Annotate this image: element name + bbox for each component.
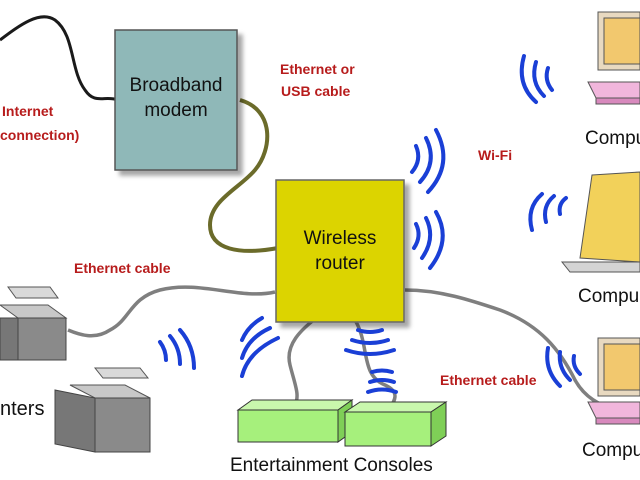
computer-label-bottom: Compu	[582, 440, 640, 461]
wifi-waves-icon	[240, 316, 280, 378]
ethernet-cable-label-right: Ethernet cable	[440, 372, 537, 388]
desktop-computer-icon	[587, 11, 640, 105]
ethernet-or-usb-label-line2: USB cable	[281, 83, 351, 99]
printer-icon	[54, 367, 151, 453]
modem-router-cable	[207, 98, 279, 253]
router-icon	[275, 179, 405, 323]
laptop-icon	[560, 171, 640, 273]
wifi-waves-icon	[528, 192, 568, 232]
wifi-label: Wi-Fi	[478, 147, 513, 163]
ethernet-or-usb-label-line1: Ethernet or	[280, 61, 355, 77]
internet-label: Internet	[2, 103, 54, 119]
computer-label-mid: Compu	[578, 286, 640, 307]
connection-label: connection)	[0, 127, 80, 143]
modem-label: Broadband modem	[115, 73, 237, 123]
router-computer-cable	[404, 288, 616, 412]
wifi-waves-icon	[366, 368, 398, 394]
desktop-computer-icon	[587, 337, 640, 425]
printer-icon	[0, 286, 68, 361]
router-console-cable-1	[287, 313, 322, 406]
computer-label-top: Compu	[585, 128, 640, 149]
wifi-waves-icon	[519, 54, 554, 104]
internet-cable	[0, 15, 119, 102]
modem-label-line1: Broadband	[129, 75, 223, 96]
router-printer-cable	[67, 285, 276, 338]
wifi-waves-icon	[545, 346, 582, 388]
printers-label: nters	[0, 398, 45, 420]
modem-label-line2: modem	[144, 100, 208, 121]
entertainment-consoles-label: Entertainment Consoles	[230, 455, 433, 476]
wifi-waves-icon	[344, 328, 396, 356]
modem-icon	[114, 29, 238, 171]
router-label: Wireless router	[276, 226, 404, 276]
wifi-waves-icon	[410, 128, 446, 194]
console-icon	[343, 401, 448, 447]
wifi-waves-icon	[412, 210, 445, 270]
ethernet-cable-label-left: Ethernet cable	[74, 260, 171, 276]
wifi-waves-icon	[158, 328, 196, 370]
console-icon	[236, 399, 354, 443]
router-label-line2: router	[315, 253, 365, 274]
router-label-line1: Wireless	[303, 228, 377, 249]
